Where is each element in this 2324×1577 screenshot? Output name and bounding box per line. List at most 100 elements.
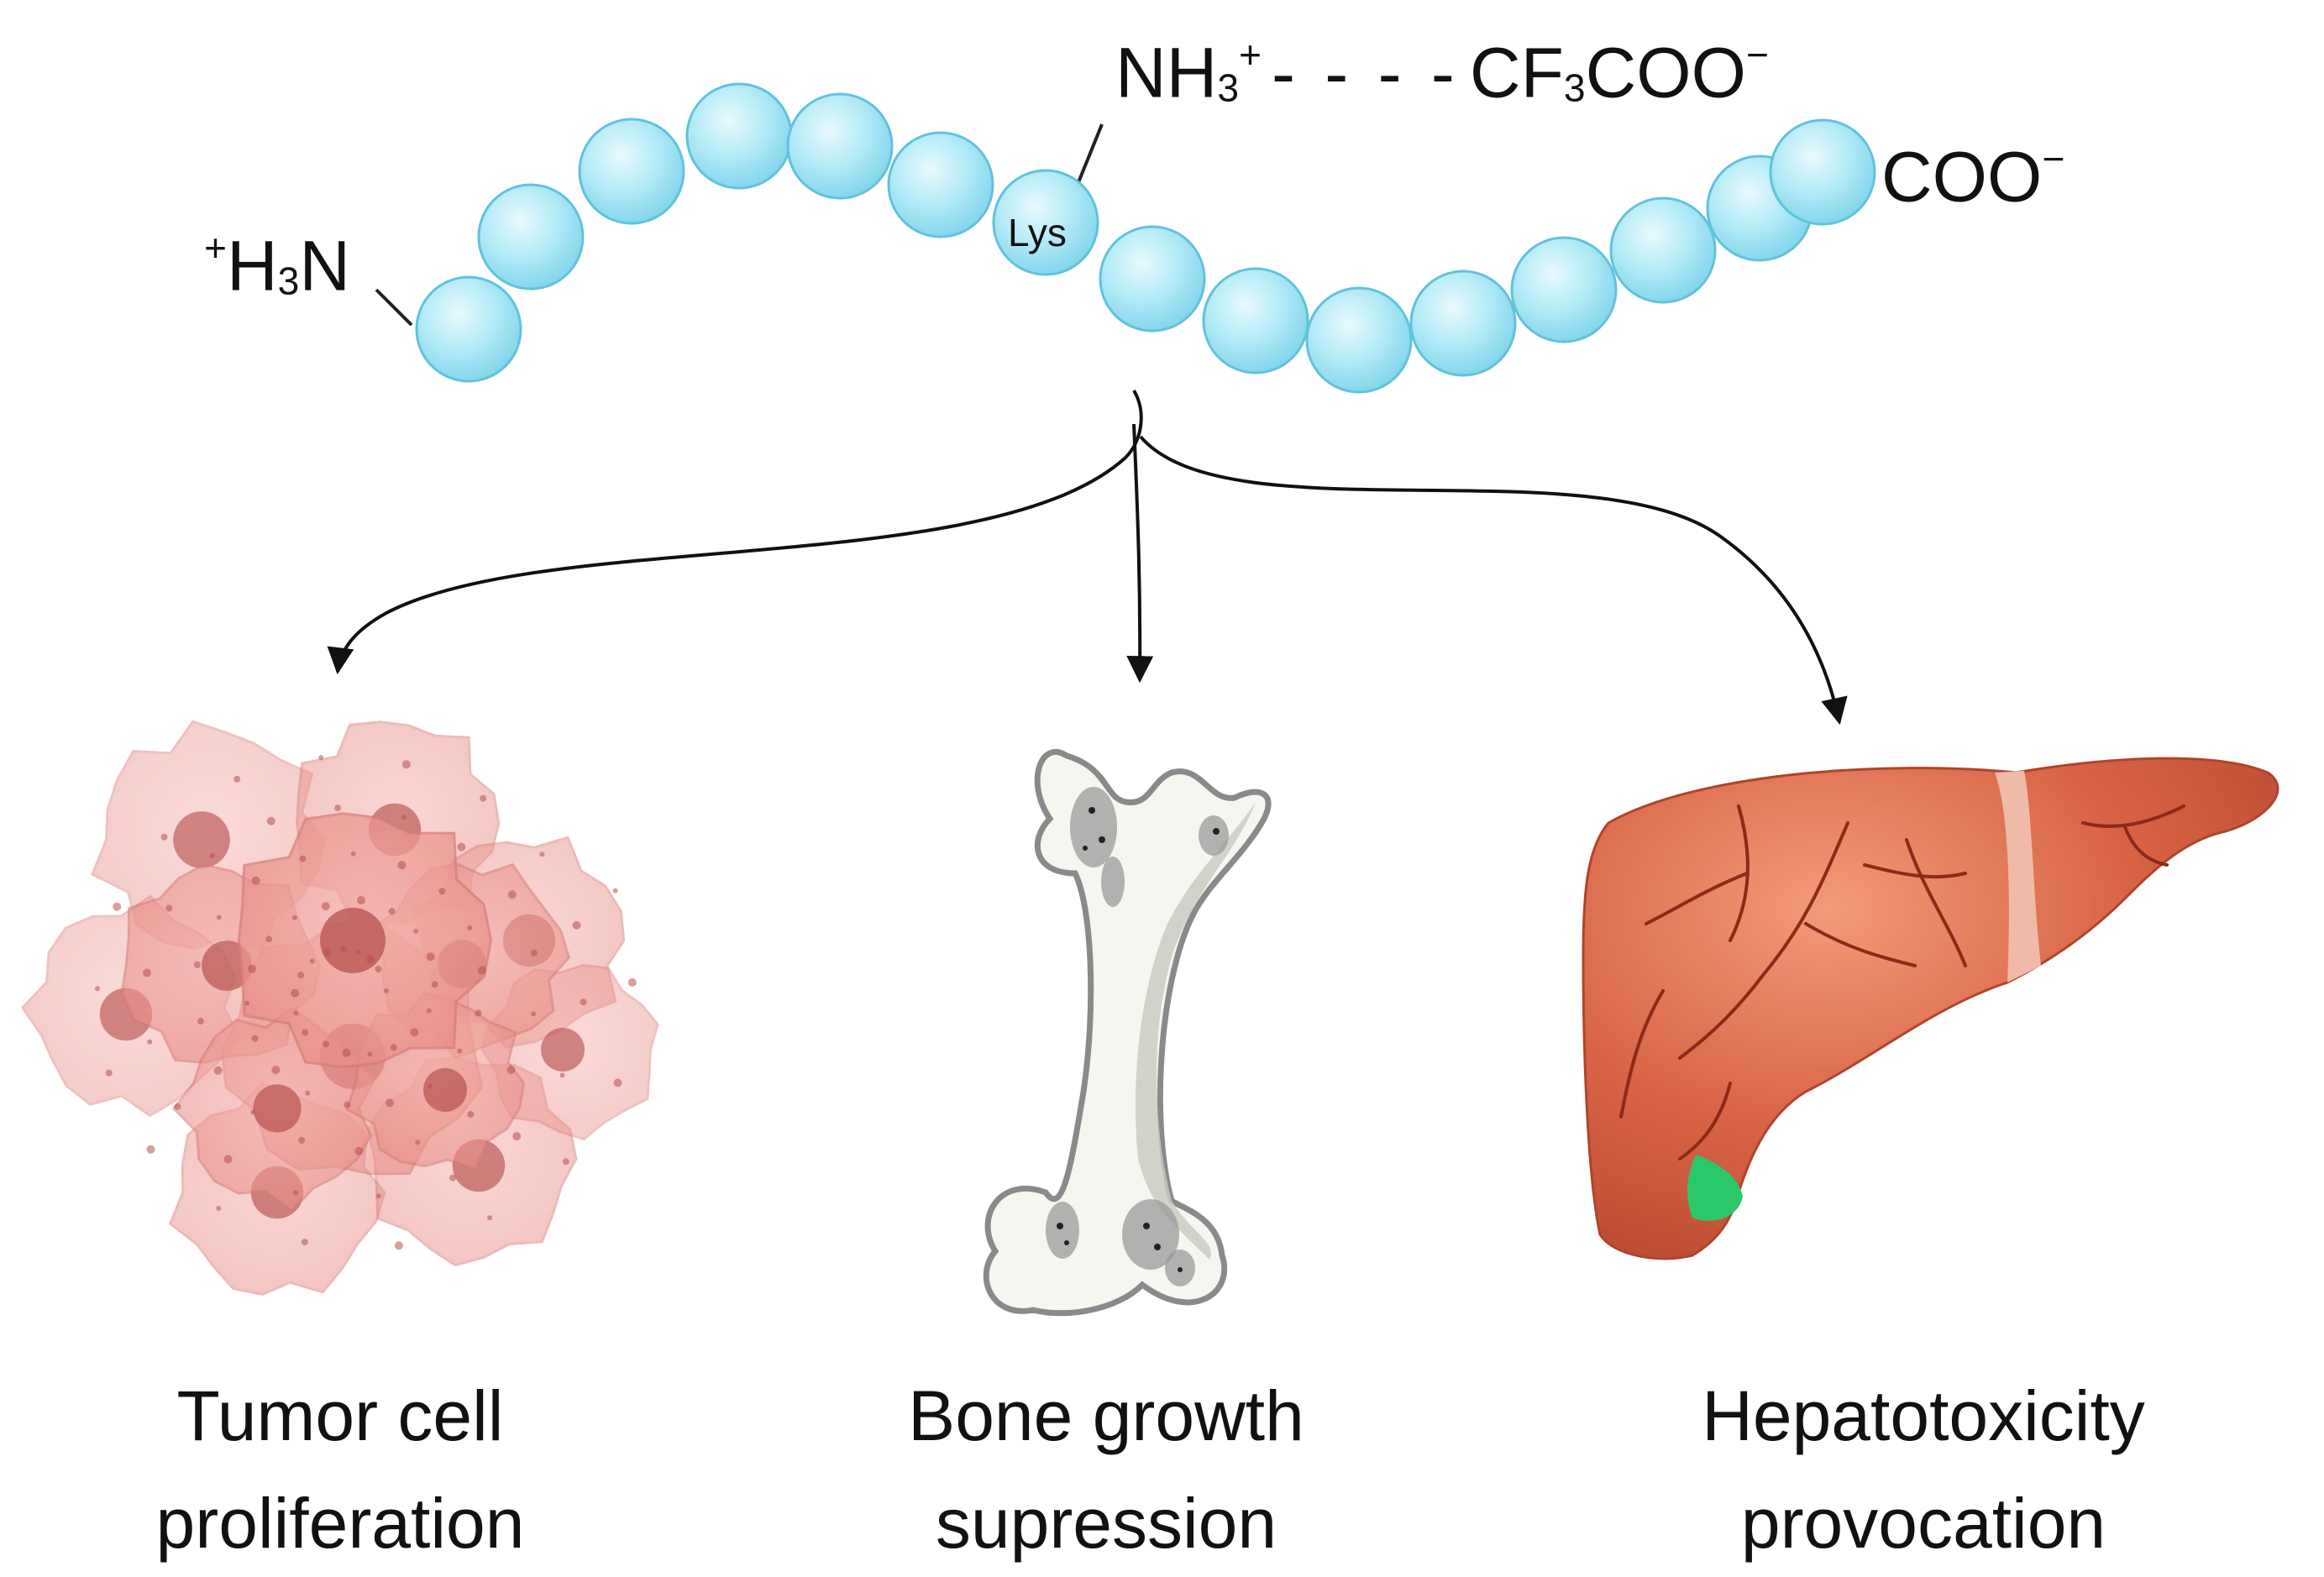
tumor-speck <box>580 998 587 1006</box>
n-terminus-label: +H3N <box>204 226 351 306</box>
tumor-speck <box>209 853 215 858</box>
tumor-speck <box>367 1051 373 1057</box>
arrow-stem <box>1124 389 1143 459</box>
tumor-speck <box>291 988 300 998</box>
amino-acid-bead <box>477 183 585 291</box>
liver-icon <box>1582 757 2279 1260</box>
tumor-speck <box>438 888 446 895</box>
tumor-speck <box>216 914 222 920</box>
tumor-speck <box>323 948 332 957</box>
caption-line: Tumor cell <box>176 1376 504 1455</box>
tumor-speck <box>375 966 382 972</box>
tumor-speck <box>321 902 330 911</box>
tumor-speck <box>309 958 315 964</box>
tumor-speck <box>197 1018 204 1025</box>
tumor-speck <box>562 1158 569 1166</box>
tumor-speck <box>410 1028 419 1037</box>
tumor-speck <box>415 1140 421 1145</box>
tumor-speck <box>427 1083 433 1089</box>
tumor-speck <box>475 1009 482 1017</box>
tumor-speck <box>298 1137 306 1144</box>
tumor-speck <box>146 1145 155 1154</box>
tumor-speck <box>467 925 473 930</box>
tumor-nucleus <box>423 1068 467 1112</box>
tumor-speck <box>388 908 396 915</box>
tumor-speck <box>299 855 307 862</box>
bone-marrow-spot <box>1046 1202 1079 1259</box>
tumor-speck <box>390 1044 397 1051</box>
tumor-nucleus <box>253 1084 302 1133</box>
lys-bead-label: Lys <box>1008 211 1067 254</box>
amino-acid-bead <box>1769 118 1876 226</box>
tumor-speck <box>216 1206 222 1211</box>
tumor-cell-cluster-icon <box>20 720 659 1296</box>
tumor-speck <box>366 955 375 964</box>
tumor-speck <box>165 904 173 912</box>
caption-line: supression <box>935 1484 1277 1563</box>
tumor-speck <box>293 1190 298 1196</box>
tumor-speck <box>342 1048 351 1057</box>
tumor-speck <box>293 1010 299 1016</box>
tumor-speck <box>291 914 297 920</box>
tumor-speck <box>95 986 100 992</box>
bone-pores <box>1057 807 1220 1272</box>
tumor-speck <box>394 1241 403 1250</box>
amino-acid-bead <box>1609 196 1717 304</box>
tumor-speck <box>339 946 347 953</box>
tumor-speck <box>301 1239 308 1246</box>
tumor-speck <box>467 1111 475 1118</box>
tumor-speck <box>147 1039 153 1045</box>
bone-marrow-spot <box>1070 787 1117 867</box>
lys-bead <box>992 169 1099 276</box>
tumor-nucleus <box>541 1028 585 1071</box>
amino-acid-bead <box>887 131 994 238</box>
tumor-speck <box>612 888 618 893</box>
tumor-speck <box>323 1040 329 1048</box>
tumor-speck <box>477 966 486 975</box>
tumor-speck <box>297 972 305 979</box>
tumor-speck <box>507 890 517 899</box>
amino-acid-bead <box>1099 225 1206 333</box>
tumor-speck <box>160 833 168 841</box>
falciform-ligament <box>1995 771 2041 982</box>
tumor-speck <box>401 815 407 820</box>
caption-line: proliferation <box>155 1484 525 1563</box>
tumor-speck <box>401 760 411 769</box>
tumor-speck <box>244 1000 249 1006</box>
tumor-speck <box>302 1029 309 1036</box>
tumor-speck <box>357 896 365 905</box>
tumor-speck <box>271 1066 281 1075</box>
tumor-speck <box>627 977 637 987</box>
tumor-speck <box>318 755 324 761</box>
tumor-speck <box>334 804 342 812</box>
tumor-speck <box>506 1066 516 1075</box>
caption-line: Bone growth <box>908 1376 1304 1455</box>
tumor-speck <box>384 988 389 993</box>
tumor-speck <box>233 775 241 783</box>
n-terminus-bond <box>375 288 413 327</box>
amino-acid-bead <box>578 118 685 225</box>
c-terminus-label: COO− <box>1881 137 2065 217</box>
effect-arrows <box>327 389 1848 726</box>
amino-acid-bead <box>1305 286 1413 394</box>
bone-shaft-shadow <box>1135 802 1256 1260</box>
tumor-speck <box>174 1103 181 1110</box>
bone-marrow-spot <box>1122 1199 1179 1270</box>
amino-acid-bead <box>685 82 793 190</box>
liver-shape <box>1582 757 2279 1260</box>
tumor-speck <box>355 949 361 955</box>
tumor-speck <box>113 902 122 911</box>
bone-marrow-spot <box>1101 857 1125 907</box>
tumor-speck <box>350 851 356 857</box>
tumor-speck <box>386 1098 394 1108</box>
tumor-speck <box>530 949 538 956</box>
tumor-speck <box>213 1066 223 1075</box>
tumor-speck <box>193 961 201 968</box>
amino-acid-bead <box>1409 270 1517 377</box>
tumor-speck <box>426 1008 432 1014</box>
tumor-speck <box>457 1048 463 1054</box>
caption-tumor: Tumor cell proliferation <box>21 1362 659 1577</box>
tumor-speck <box>449 1174 456 1181</box>
